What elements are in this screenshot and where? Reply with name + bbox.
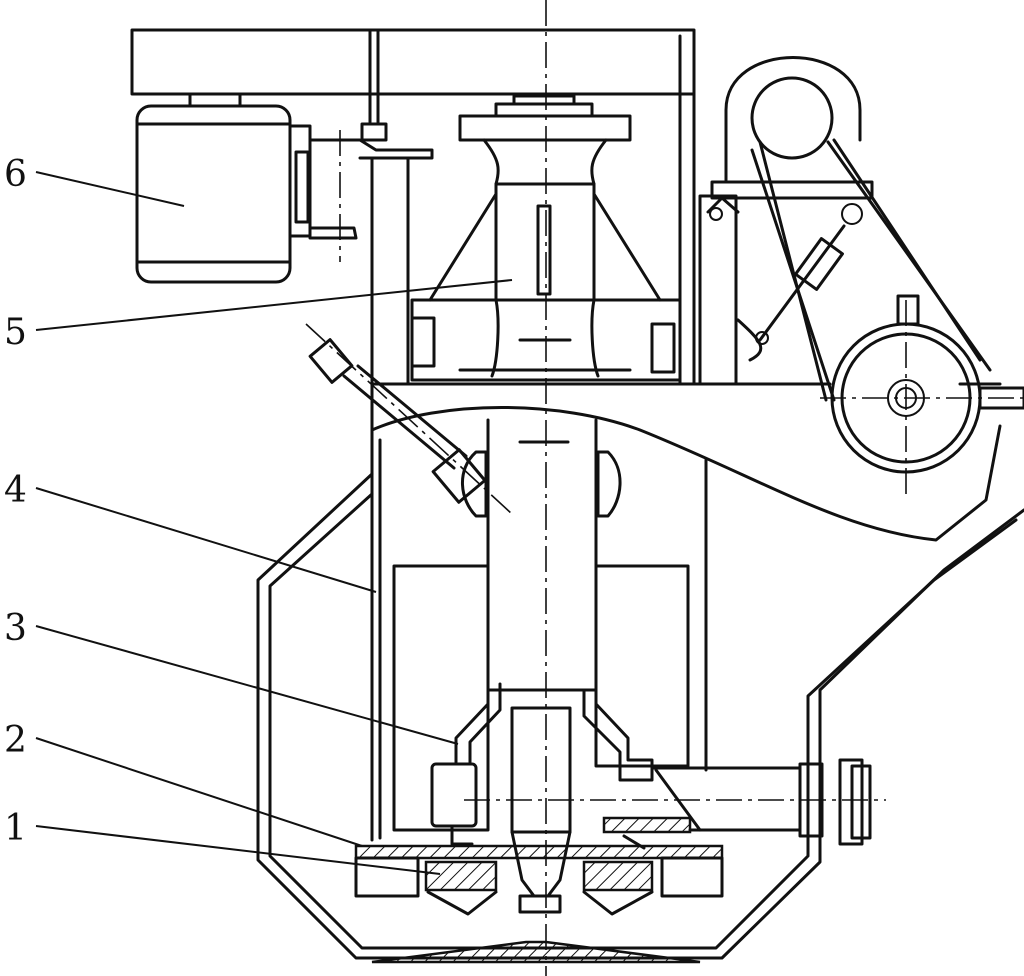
callout-2: 2 (4, 720, 27, 761)
air-inlet (305, 323, 513, 515)
cover-plate (370, 382, 1002, 842)
support-posts (370, 156, 740, 386)
feed-pipe (464, 758, 886, 846)
motor (135, 92, 434, 284)
belt-drive (710, 56, 1024, 494)
leader-lines (35, 171, 513, 875)
callout-4: 4 (4, 470, 27, 511)
callout-5: 5 (4, 312, 27, 353)
callout-labels: 6 5 4 3 2 1 (4, 154, 27, 849)
standpipe (392, 418, 708, 832)
callout-6: 6 (4, 154, 27, 195)
callout-1: 1 (4, 808, 27, 849)
impeller-assembly (354, 816, 724, 916)
bearing-housing (410, 94, 682, 382)
callout-3: 3 (4, 608, 27, 649)
